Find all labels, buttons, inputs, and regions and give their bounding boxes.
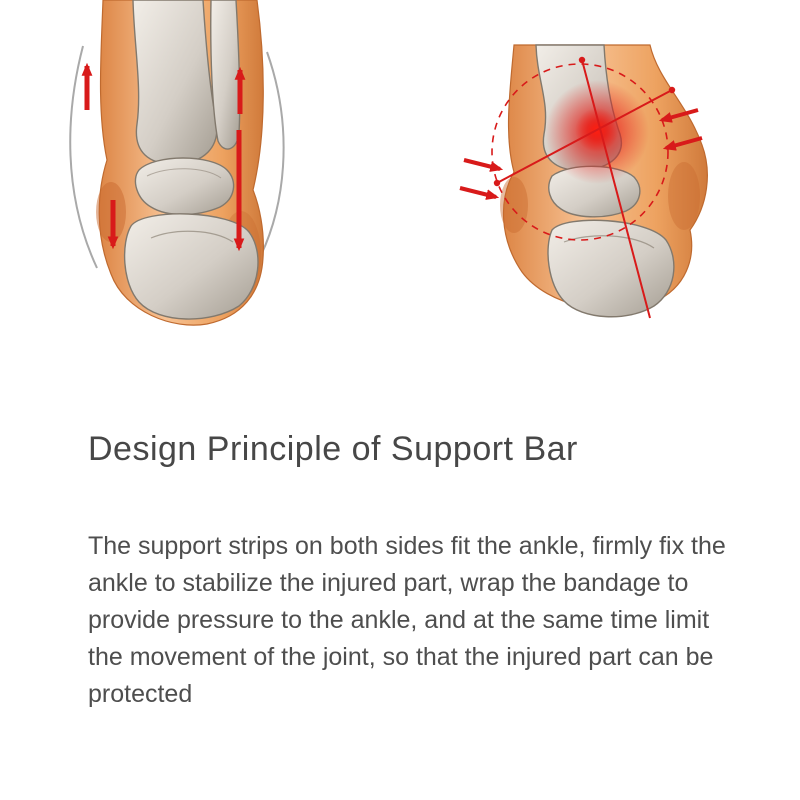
tibia-bone xyxy=(132,0,218,165)
joint-axis-line-horizontal xyxy=(496,89,673,184)
heel-bone xyxy=(123,213,259,320)
bone-texture-line xyxy=(146,168,222,179)
joint-axis-line-vertical xyxy=(581,59,651,319)
ankle-vertical-motion-illustration xyxy=(69,0,285,326)
outer-ankle-shading xyxy=(668,162,700,230)
bone-texture-line xyxy=(150,230,234,243)
fibula-bone xyxy=(210,0,241,150)
axis-endpoint-dot xyxy=(668,86,676,94)
axis-endpoint-dot xyxy=(493,179,501,187)
section-heading: Design Principle of Support Bar xyxy=(88,430,578,468)
pressure-arrow-right-upper xyxy=(658,108,699,123)
pressure-arrow-right-lower xyxy=(662,136,703,151)
description-paragraph: The support strips on both sides fit the… xyxy=(88,532,726,708)
pressure-arrow-left-lower xyxy=(459,186,500,200)
ankle-bump-shading xyxy=(500,177,528,233)
pressure-arrow-left-upper xyxy=(463,158,504,172)
axis-endpoint-dot xyxy=(578,56,586,64)
ankle-injury-support-illustration xyxy=(459,44,708,319)
talus-bone xyxy=(134,157,235,216)
support-strip-left-curve xyxy=(69,45,98,269)
joint-rotation-dashed-circle xyxy=(491,63,669,241)
